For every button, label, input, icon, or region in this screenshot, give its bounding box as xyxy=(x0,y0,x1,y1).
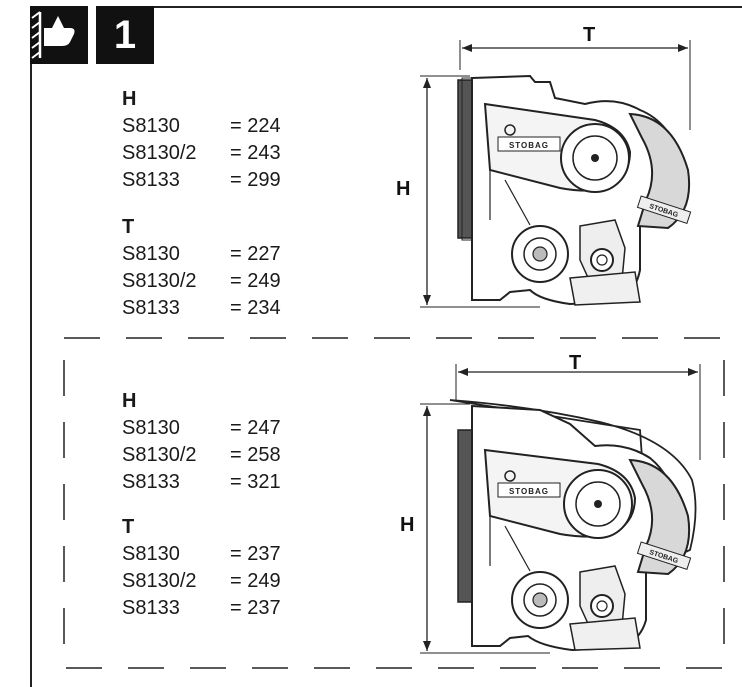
spec-row: S8133 = 234 xyxy=(122,295,281,322)
spec-row: S8130 = 224 xyxy=(122,113,281,140)
model-name: S8133 xyxy=(122,297,180,319)
panel-frame-left xyxy=(30,6,32,687)
step-number-block xyxy=(96,6,154,64)
model-name: S8130 xyxy=(122,115,180,137)
spec-row: S8130 = 247 xyxy=(122,415,281,442)
dimension-value: = 258 xyxy=(230,444,281,466)
dimension-value: = 227 xyxy=(230,243,281,265)
model-name: S8130 xyxy=(122,243,180,265)
model-name: S8133 xyxy=(122,169,180,191)
header-separator xyxy=(88,6,96,64)
wall-mount-icon xyxy=(30,6,88,64)
dimension-value: = 224 xyxy=(230,115,281,137)
dimension-value: = 237 xyxy=(230,543,281,565)
spec-row: S8130/2 = 249 xyxy=(122,268,281,295)
section1-h-dimension-label: H xyxy=(396,178,411,200)
section2-h-specs: H S8130 = 247 S8130/2 = 258 S8133 = 321 xyxy=(122,388,281,496)
section2-dashed-frame xyxy=(63,337,725,669)
wall-mount-icon-block xyxy=(30,6,88,64)
model-name: S8130/2 xyxy=(122,444,197,466)
spec-row: S8130/2 = 243 xyxy=(122,140,281,167)
section2-t-specs: T S8130 = 237 S8130/2 = 249 S8133 = 237 xyxy=(122,514,281,622)
brand-label: STOBAG xyxy=(509,141,549,150)
spec-row: S8130 = 227 xyxy=(122,241,281,268)
section2-h-heading: H xyxy=(122,390,137,412)
section2-figure: STOBAG STOBAG xyxy=(420,364,701,654)
spec-row: S8130 = 237 xyxy=(122,541,281,568)
section1-t-heading: T xyxy=(122,216,135,238)
spec-row: S8133 = 321 xyxy=(122,469,281,496)
dimension-value: = 249 xyxy=(230,270,281,292)
section1-t-dimension-label: T xyxy=(583,24,596,46)
dimension-value: = 234 xyxy=(230,297,281,319)
section2-h-dimension-label: H xyxy=(400,514,415,536)
dimension-value: = 321 xyxy=(230,471,281,493)
model-name: S8133 xyxy=(122,471,180,493)
section1-h-specs: H S8130 = 224 S8130/2 = 243 S8133 = 299 xyxy=(122,86,281,194)
model-name: S8130/2 xyxy=(122,142,197,164)
dimension-value: = 247 xyxy=(230,417,281,439)
section1-figure: STOBAG STOBAG xyxy=(420,40,692,308)
dimension-value: = 243 xyxy=(230,142,281,164)
model-name: S8130/2 xyxy=(122,570,197,592)
step-number: 1 xyxy=(113,13,137,57)
model-name: S8130/2 xyxy=(122,270,197,292)
spec-row: S8130/2 = 258 xyxy=(122,442,281,469)
dimension-value: = 299 xyxy=(230,169,281,191)
spec-row: S8133 = 237 xyxy=(122,595,281,622)
panel-frame-top xyxy=(30,6,742,8)
section2-t-heading: T xyxy=(122,516,135,538)
model-name: S8130 xyxy=(122,417,180,439)
model-name: S8133 xyxy=(122,597,180,619)
spec-row: S8133 = 299 xyxy=(122,167,281,194)
spec-row: S8130/2 = 249 xyxy=(122,568,281,595)
dimension-value: = 249 xyxy=(230,570,281,592)
section1-h-heading: H xyxy=(122,88,137,110)
brand-label: STOBAG xyxy=(509,487,549,496)
dimension-value: = 237 xyxy=(230,597,281,619)
section1-t-specs: T S8130 = 227 S8130/2 = 249 S8133 = 234 xyxy=(122,214,281,322)
model-name: S8130 xyxy=(122,543,180,565)
section2-t-dimension-label: T xyxy=(569,352,582,374)
